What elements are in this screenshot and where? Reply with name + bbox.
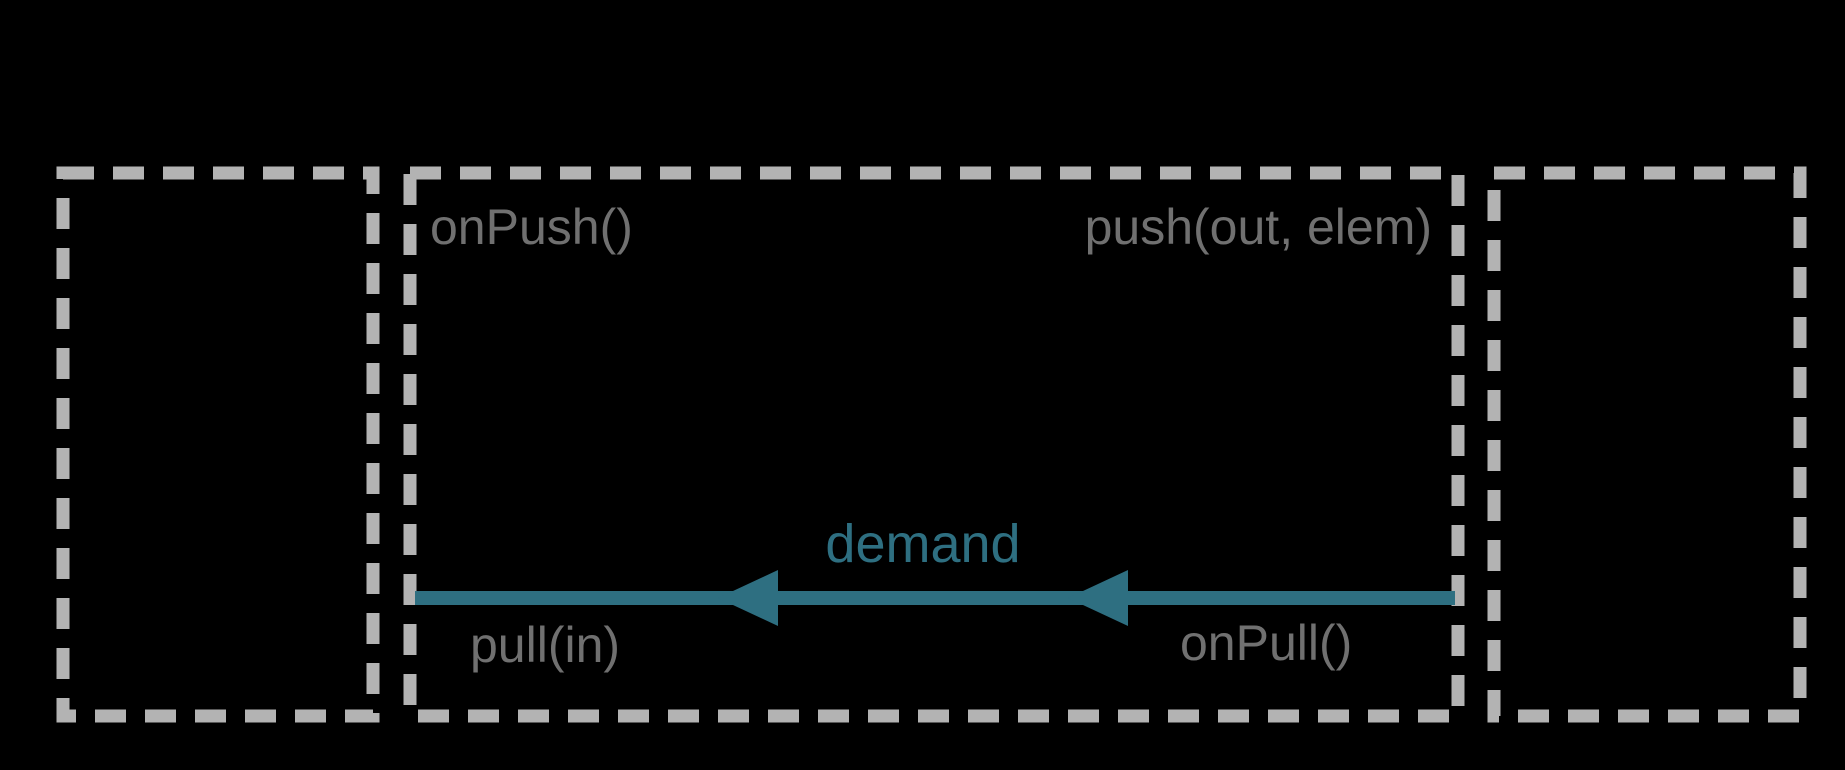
on-push-label: onPush(): [430, 199, 633, 255]
on-pull-label: onPull(): [1180, 615, 1353, 671]
push-out-elem-label: push(out, elem): [1084, 199, 1432, 255]
left-dashed-box: [56, 166, 380, 723]
demand-label: demand: [825, 514, 1021, 574]
demand-arrowhead-left-icon: [718, 570, 778, 626]
right-dashed-box: [1487, 166, 1807, 723]
middle-dashed-box: [403, 166, 1465, 723]
demand-arrowhead-right-icon: [1068, 570, 1128, 626]
pull-in-label: pull(in): [470, 617, 621, 673]
